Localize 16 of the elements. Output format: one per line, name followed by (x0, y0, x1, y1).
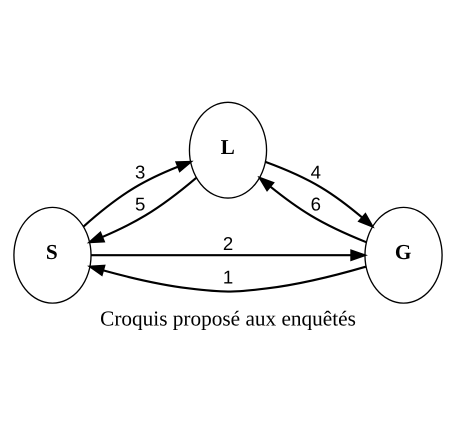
arrow (91, 249, 368, 262)
arrow (82, 160, 194, 228)
arrow (265, 160, 375, 229)
edge-label: 4 (310, 161, 321, 182)
edge-label: 2 (222, 233, 234, 254)
caption: Croquis proposé aux enquêtés (100, 306, 356, 330)
edge-label: 6 (310, 193, 321, 214)
node-ellipse: G (364, 206, 443, 304)
arrow (87, 264, 366, 293)
node-ellipse: L (188, 102, 268, 199)
edge-label: 5 (135, 193, 146, 214)
node-ellipse: S (13, 206, 92, 304)
arrow (257, 176, 367, 244)
edge-label: 1 (222, 266, 234, 288)
arrow (86, 177, 197, 244)
edge-label: 3 (135, 161, 146, 182)
